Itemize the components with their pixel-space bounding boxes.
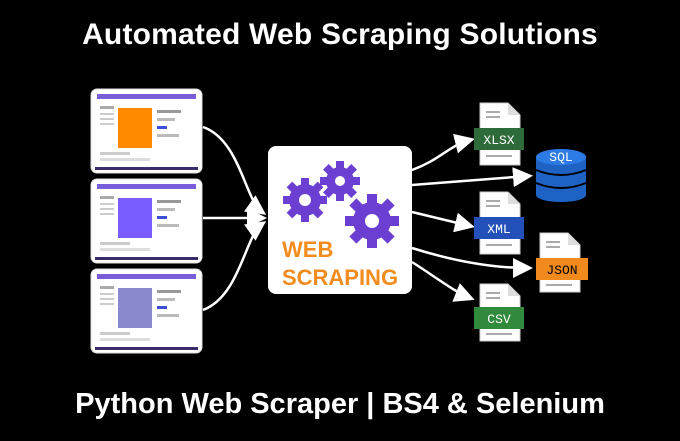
- site-image-block-2: [118, 198, 152, 238]
- csv-file-icon: CSV: [474, 283, 524, 342]
- website-thumbnail-2: [90, 178, 203, 264]
- output-arrow-sql: [411, 167, 533, 188]
- xml-file-icon: XML: [474, 191, 524, 255]
- sql-database-icon: SQL: [535, 149, 587, 202]
- output-arrow-xml: [411, 210, 475, 233]
- website-thumbnail-1: [90, 88, 203, 174]
- sql-label: SQL: [549, 150, 572, 165]
- website-thumbnail-3: [90, 268, 203, 354]
- output-arrow-json: [411, 246, 533, 278]
- output-arrows: [411, 133, 533, 302]
- json-file-icon: JSON: [536, 232, 588, 293]
- xlsx-label: XLSX: [483, 133, 514, 148]
- xml-label: XML: [487, 222, 510, 237]
- page-subtitle: Python Web Scraper | BS4 & Selenium: [75, 388, 605, 420]
- scraping-label: SCRAPING: [282, 265, 398, 290]
- output-arrow-xlsx: [411, 133, 475, 172]
- web-label: WEB: [282, 237, 333, 262]
- json-label: JSON: [546, 263, 577, 278]
- site-image-block-3: [118, 288, 152, 328]
- output-arrow-csv: [411, 260, 475, 302]
- input-arrow-1: [202, 125, 267, 215]
- xlsx-file-icon: XLSX: [474, 102, 524, 166]
- gear-icon: [283, 161, 399, 248]
- web-scraping-box: WEB SCRAPING: [268, 146, 412, 294]
- csv-label: CSV: [487, 312, 511, 327]
- input-arrow-3: [202, 221, 267, 312]
- page-title: Automated Web Scraping Solutions: [82, 18, 598, 51]
- site-image-block-1: [118, 108, 152, 148]
- input-arrows: [202, 125, 267, 312]
